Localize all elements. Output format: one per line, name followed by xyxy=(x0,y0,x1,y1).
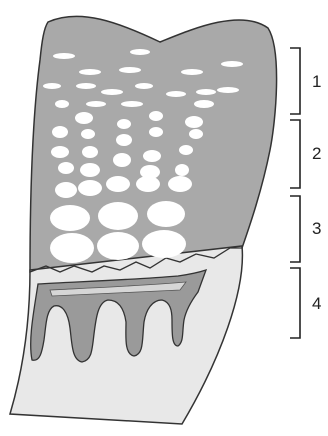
pore-hole xyxy=(196,89,216,95)
zone-label-2: 2 xyxy=(312,144,321,163)
bracket-3-line xyxy=(290,196,300,262)
pore-hole xyxy=(50,233,94,263)
pore-hole xyxy=(79,69,101,75)
pore-hole xyxy=(194,100,214,108)
pore-hole xyxy=(121,101,143,107)
pore-hole xyxy=(142,230,186,258)
pore-hole xyxy=(76,83,96,89)
zone-label-3: 3 xyxy=(312,219,321,238)
pore-hole xyxy=(119,67,141,73)
pore-hole xyxy=(166,91,186,97)
pore-hole xyxy=(75,112,93,124)
pore-hole xyxy=(78,180,102,196)
pore-hole xyxy=(81,129,95,139)
pore-hole xyxy=(55,100,69,108)
zone-label-1: 1 xyxy=(312,72,321,91)
pore-hole xyxy=(136,176,160,192)
pore-hole xyxy=(181,69,203,75)
pore-hole xyxy=(185,116,203,128)
pore-hole xyxy=(179,145,193,155)
pore-hole xyxy=(106,176,130,192)
pore-hole xyxy=(116,134,132,146)
pore-hole xyxy=(175,164,189,176)
pore-hole xyxy=(147,201,185,227)
pore-hole xyxy=(149,127,163,137)
pore-hole xyxy=(217,87,239,93)
pore-hole xyxy=(52,126,68,138)
pore-hole xyxy=(51,146,69,158)
pore-hole xyxy=(86,101,106,107)
pore-hole xyxy=(221,61,243,67)
pore-hole xyxy=(149,111,163,121)
pore-hole xyxy=(117,119,131,129)
pore-hole xyxy=(168,176,192,192)
zone-bracket-1: 1 xyxy=(290,48,321,114)
zone-bracket-4: 4 xyxy=(290,268,321,338)
pore-hole xyxy=(50,205,90,231)
pore-hole xyxy=(189,129,203,139)
pore-hole xyxy=(135,83,153,89)
pore-hole xyxy=(43,83,61,89)
pore-hole xyxy=(101,89,123,95)
pore-hole xyxy=(98,202,138,230)
bracket-2-line xyxy=(290,120,300,188)
pore-hole xyxy=(82,146,98,158)
pore-hole xyxy=(113,153,131,167)
bracket-1-line xyxy=(290,48,300,114)
pore-hole xyxy=(53,53,75,59)
zone-bracket-3: 3 xyxy=(290,196,321,262)
pore-hole xyxy=(130,49,150,55)
zone-label-4: 4 xyxy=(312,294,321,313)
pore-hole xyxy=(58,162,74,174)
zone-bracket-2: 2 xyxy=(290,120,321,188)
pore-hole xyxy=(55,182,77,198)
bracket-4-line xyxy=(290,268,300,338)
pore-hole xyxy=(97,232,139,260)
pore-hole xyxy=(143,150,161,162)
pore-hole xyxy=(80,163,100,177)
